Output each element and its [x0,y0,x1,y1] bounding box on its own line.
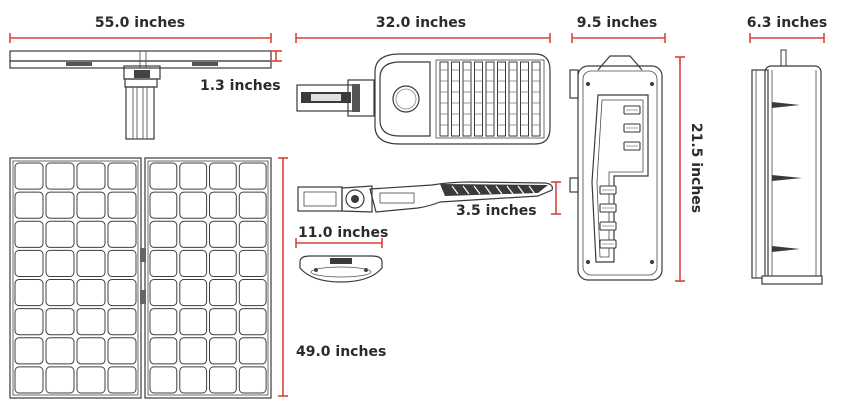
solar-cell [238,220,267,248]
solar-cell [14,191,44,219]
battery-vent-slots [599,105,641,249]
solar-cell [238,249,267,277]
solar-cell [45,337,75,365]
solar-cell [209,162,237,190]
solar-cell [14,279,44,307]
solar-cell [14,249,44,277]
solar-cell [149,162,178,190]
luminaire-width-dimension: 11.0 inches [295,225,388,248]
solar-cell [238,308,267,336]
solar-cell [45,249,75,277]
cooling-fins [439,61,541,137]
luminaire-length-dimension: 32.0 inches [295,15,551,43]
solar-cell [149,279,178,307]
solar-cell [238,337,267,365]
solar-cell [209,308,237,336]
solar-cell [149,366,178,394]
solar-cell [76,220,106,248]
solar-cell [238,191,267,219]
luminaire-height-label: 3.5 inches [456,203,537,219]
battery-height-label: 21.5 inches [688,123,704,213]
solar-cell [76,249,106,277]
solar-cell [45,220,75,248]
solar-cell [107,191,137,219]
solar-cell [209,191,237,219]
solar-cell [179,220,208,248]
luminaire-side-view [297,181,553,213]
solar-cell [149,249,178,277]
solar-cell [107,366,137,394]
solar-cell [14,337,44,365]
battery-box-front-view [569,55,663,281]
solar-cell [107,308,137,336]
solar-cell [76,191,106,219]
solar-cell [107,279,137,307]
panel-width-label: 55.0 inches [95,15,185,31]
battery-height-dimension: 21.5 inches [675,56,704,282]
luminaire-top-view [296,53,551,145]
battery-width-dimension: 9.5 inches [571,15,666,43]
solar-cell [179,162,208,190]
panel-height-label: 49.0 inches [296,344,386,360]
battery-width-label: 9.5 inches [577,15,658,31]
solar-panel-front-view [9,157,272,399]
solar-cell [179,308,208,336]
solar-cell [45,308,75,336]
solar-cell [209,279,237,307]
panel-thickness-label: 1.3 inches [200,78,281,94]
solar-cell [179,366,208,394]
solar-cell [149,191,178,219]
solar-cell [45,191,75,219]
panel-thickness-dimension: 1.3 inches [200,50,282,94]
luminaire-width-label: 11.0 inches [298,225,388,241]
solar-cell [107,220,137,248]
solar-cell [179,337,208,365]
solar-cell [179,279,208,307]
solar-cell [14,162,44,190]
panel-height-dimension: 49.0 inches [278,157,386,397]
solar-panel-top-view [9,50,272,140]
solar-cell [107,249,137,277]
solar-cell [45,279,75,307]
solar-cell [76,308,106,336]
solar-cell [179,249,208,277]
solar-cell [45,366,75,394]
solar-cell [238,279,267,307]
solar-cell [76,162,106,190]
solar-cell [76,337,106,365]
luminaire-height-dimension: 3.5 inches [456,181,561,219]
solar-cell [45,162,75,190]
battery-depth-label: 6.3 inches [747,15,828,31]
solar-cell [76,279,106,307]
solar-cell-grid [14,162,267,394]
solar-cell [209,249,237,277]
panel-width-dimension: 55.0 inches [9,15,272,43]
solar-cell [209,220,237,248]
solar-cell [149,337,178,365]
solar-cell [149,220,178,248]
solar-cell [14,366,44,394]
solar-cell [209,337,237,365]
solar-cell [107,337,137,365]
solar-cell [107,162,137,190]
solar-cell [14,220,44,248]
battery-box-side-view [751,49,823,285]
solar-cell [209,366,237,394]
solar-cell [238,162,267,190]
solar-cell [14,308,44,336]
solar-cell [238,366,267,394]
solar-cell [149,308,178,336]
solar-cell [179,191,208,219]
battery-depth-dimension: 6.3 inches [747,15,828,43]
luminaire-front-view [299,255,383,283]
luminaire-length-label: 32.0 inches [376,15,466,31]
solar-cell [76,366,106,394]
side-fin-marks [451,185,536,195]
